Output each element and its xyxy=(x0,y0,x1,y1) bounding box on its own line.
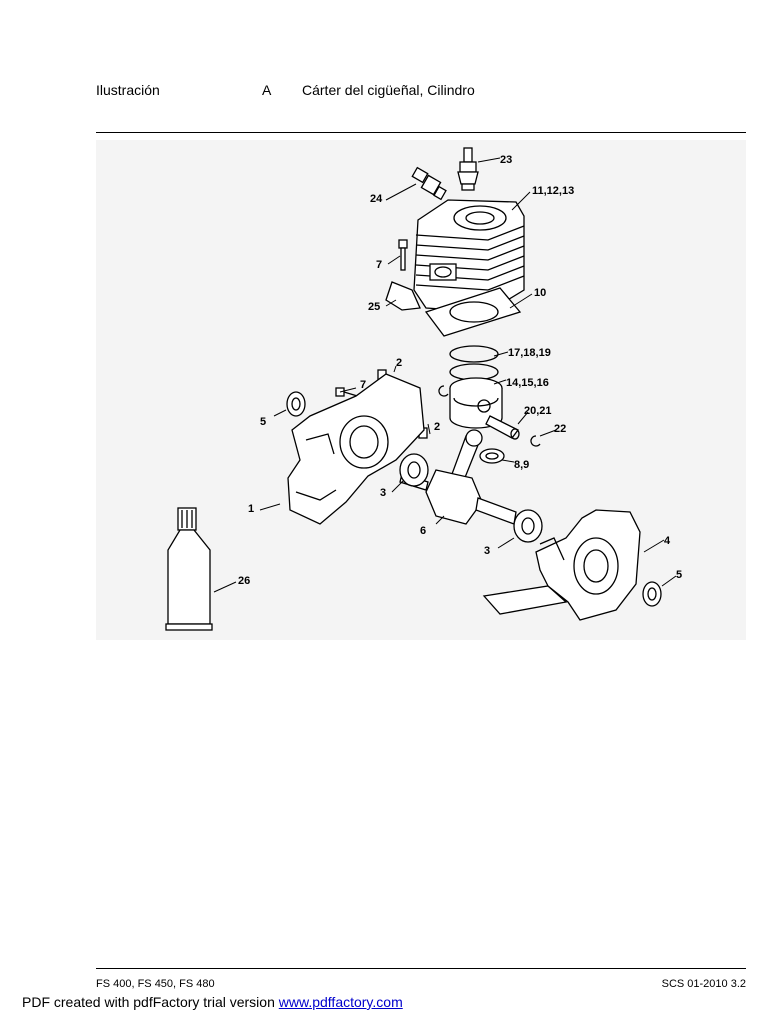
callout-26: 26 xyxy=(238,575,250,587)
exploded-parts-diagram: 23 24 11,12,13 7 25 10 17,18,19 14,15,16… xyxy=(96,140,746,640)
oil-seal-left xyxy=(286,391,306,417)
section-letter: A xyxy=(262,82,272,98)
spark-plug xyxy=(457,147,479,191)
cylinder-screw xyxy=(398,239,408,271)
callout-14-15-16: 14,15,16 xyxy=(506,377,549,389)
callout-24: 24 xyxy=(370,193,383,205)
piston-ring-upper xyxy=(449,345,499,363)
ball-bearing-right xyxy=(513,509,543,543)
callout-7-side: 7 xyxy=(360,379,366,391)
callout-2-lower: 2 xyxy=(434,421,440,433)
header-rule xyxy=(96,132,746,133)
footer-rule xyxy=(96,968,746,969)
callout-10: 10 xyxy=(534,287,546,299)
callout-25: 25 xyxy=(368,301,380,313)
callout-2-upper: 2 xyxy=(396,357,402,369)
pdf-note-text: PDF created with pdfFactory trial versio… xyxy=(22,994,279,1010)
circlip-left xyxy=(438,385,449,397)
callout-3-right: 3 xyxy=(484,545,490,557)
intake-gasket xyxy=(385,281,421,311)
ball-bearing-left xyxy=(399,453,429,487)
footer-code: SCS 01-2010 3.2 xyxy=(661,978,746,990)
callout-1: 1 xyxy=(248,503,254,515)
pdffactory-link[interactable]: www.pdffactory.com xyxy=(278,994,403,1010)
cylinder xyxy=(413,199,525,313)
callout-5-left: 5 xyxy=(260,416,266,428)
callout-7-top: 7 xyxy=(376,259,382,271)
crankcase-right xyxy=(482,509,641,621)
piston-pin xyxy=(485,415,520,440)
callout-11-12-13: 11,12,13 xyxy=(532,185,574,197)
section-title: Cárter del cigüeñal, Cilindro xyxy=(302,82,475,98)
needle-bearing xyxy=(479,448,505,464)
callout-4: 4 xyxy=(664,535,671,547)
footer-models: FS 400, FS 450, FS 480 xyxy=(96,978,215,990)
decompression-valve xyxy=(411,166,447,201)
callout-5-right: 5 xyxy=(676,569,682,581)
pdf-creator-note: PDF created with pdfFactory trial versio… xyxy=(22,994,403,1010)
callout-22: 22 xyxy=(554,423,566,435)
callout-8-9: 8,9 xyxy=(514,459,529,471)
crankcase-left xyxy=(287,373,425,525)
callout-23: 23 xyxy=(500,154,512,166)
callout-17-18-19: 17,18,19 xyxy=(508,347,551,359)
callout-3-left: 3 xyxy=(380,487,386,499)
callout-6: 6 xyxy=(420,525,426,537)
sealant-tube xyxy=(165,507,213,631)
circlip-right xyxy=(530,435,541,447)
callout-20-21: 20,21 xyxy=(524,405,552,417)
section-label: Ilustración xyxy=(96,82,160,98)
cylinder-gasket xyxy=(424,287,522,337)
oil-seal-right xyxy=(642,581,662,607)
